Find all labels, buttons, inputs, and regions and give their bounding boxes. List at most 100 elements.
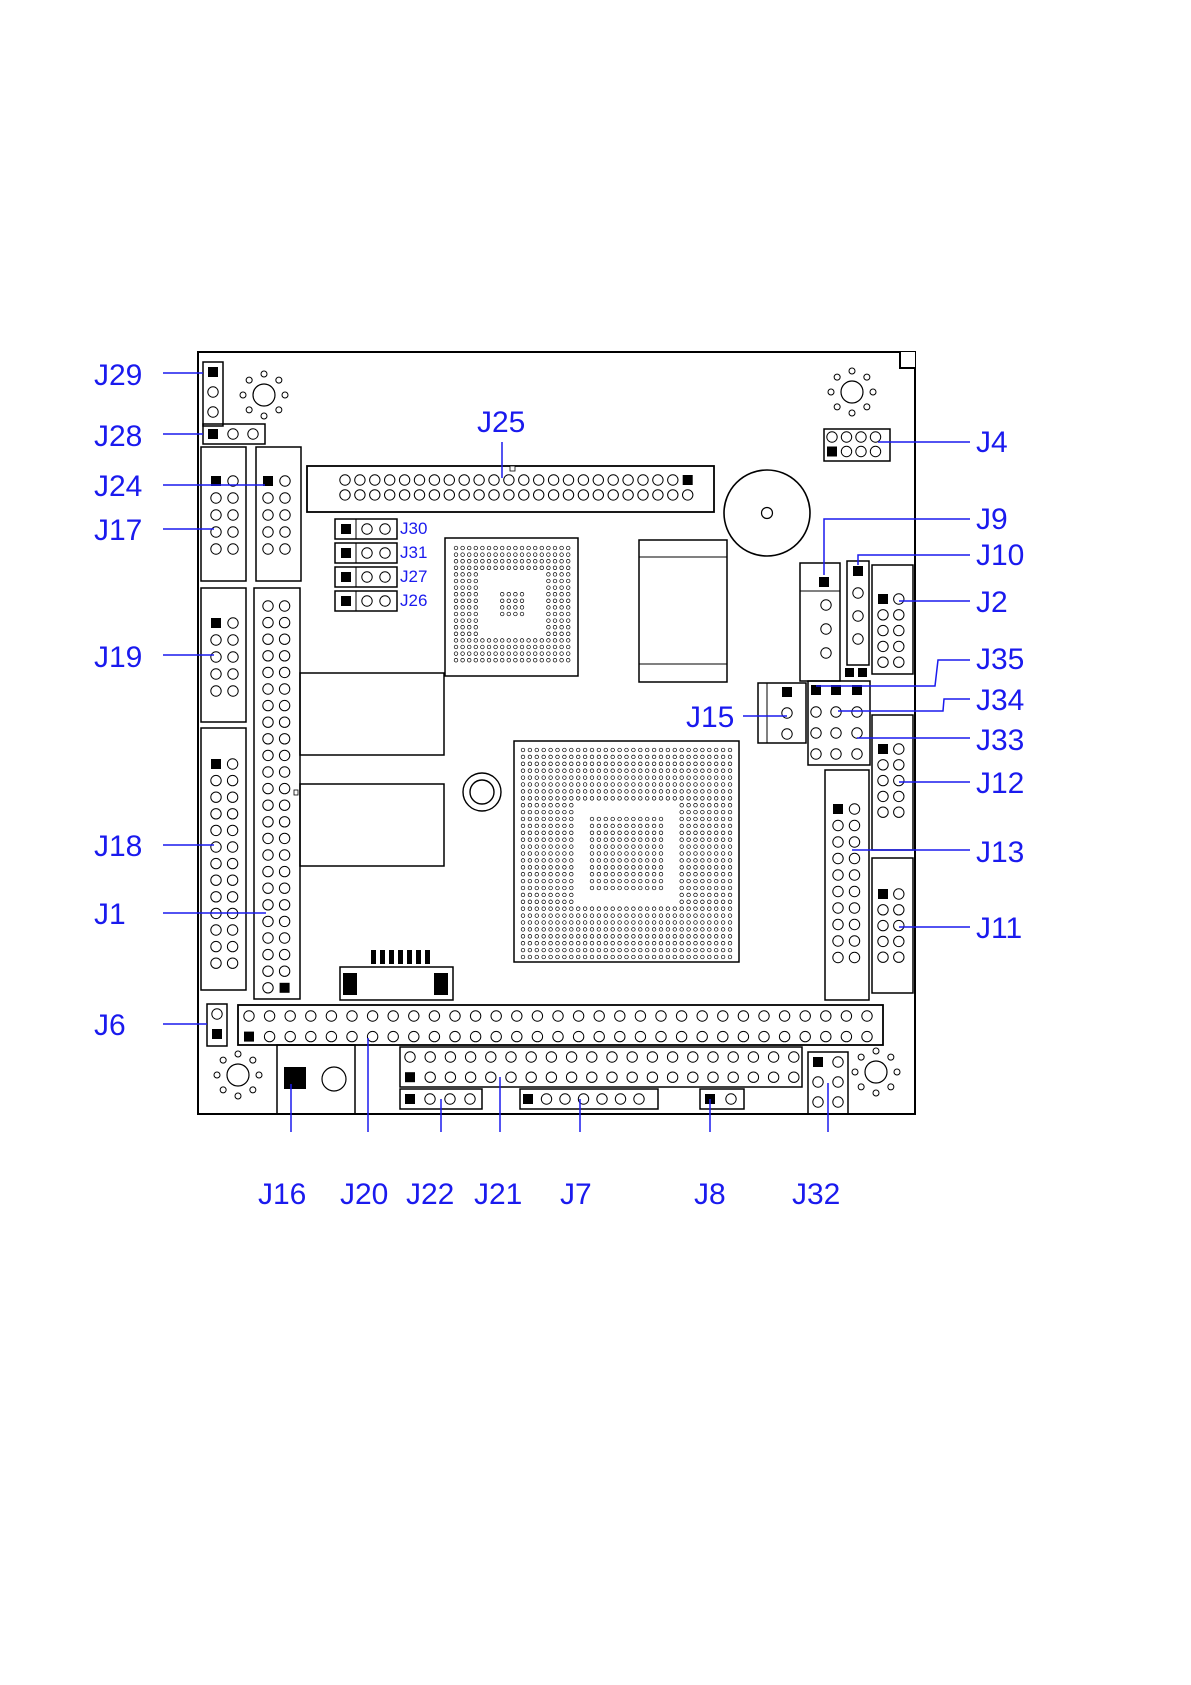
bga-chip-large-ball <box>583 907 587 911</box>
bga-chip-large-ball <box>701 935 705 939</box>
bga-chip-large-ball <box>542 797 546 801</box>
bga-chip-small-ball <box>507 566 511 570</box>
j18-pin <box>227 958 237 968</box>
bga-chip-large-ball <box>597 776 601 780</box>
bga-chip-large-ball <box>597 866 601 870</box>
bga-chip-large-ball <box>570 838 574 842</box>
bga-chip-large-ball <box>625 831 629 835</box>
bga-chip-small-ball <box>494 559 498 563</box>
bga-chip-large-ball <box>721 755 725 759</box>
bga-chip-small-ball <box>474 632 478 636</box>
bga-chip-large-ball <box>680 914 684 918</box>
bga-chip-large-ball <box>570 955 574 959</box>
bga-chip-small-ball <box>566 652 570 656</box>
bga-chip-large-ball <box>694 928 698 932</box>
bga-chip-large-ball <box>659 955 663 959</box>
bga-chip-small-ball <box>500 652 504 656</box>
bga-chip-large-ball <box>618 879 622 883</box>
bga-chip-large-ball <box>728 921 732 925</box>
bga-chip-large-ball <box>597 928 601 932</box>
bga-chip-large-ball <box>528 824 532 828</box>
bga-chip-small-ball <box>533 546 537 550</box>
bga-chip-large-ball <box>694 803 698 807</box>
bga-chip-large-ball <box>590 872 594 876</box>
bga-chip-large-ball <box>590 914 594 918</box>
bga-chip-large-ball <box>618 831 622 835</box>
bga-chip-large-ball <box>563 797 567 801</box>
j18-pin <box>211 958 221 968</box>
bga-chip-large-ball <box>563 769 567 773</box>
bga-chip-large-ball <box>556 907 560 911</box>
bga-chip-large-ball <box>625 921 629 925</box>
bga-chip-large-ball <box>556 797 560 801</box>
bga-chip-large-ball <box>714 921 718 925</box>
bga-chip-large-ball <box>639 879 643 883</box>
bga-chip-large-ball <box>542 776 546 780</box>
bga-chip-large-ball <box>570 859 574 863</box>
bga-chip-small-ball <box>553 619 557 623</box>
bga-chip-large-ball <box>618 783 622 787</box>
bga-chip-small-ball <box>553 586 557 590</box>
bga-chip-large-ball <box>570 824 574 828</box>
j25-pin <box>534 475 544 485</box>
bga-chip-large-ball <box>549 810 553 814</box>
bga-chip-small-ball <box>514 566 518 570</box>
bga-chip-large-ball <box>714 824 718 828</box>
bga-chip-large-ball <box>556 790 560 794</box>
bga-chip-large-ball <box>549 886 553 890</box>
label-j26: J26 <box>400 591 427 610</box>
j21-pin <box>627 1052 637 1062</box>
bga-chip-large-ball <box>625 914 629 918</box>
bga-chip-large-ball <box>659 824 663 828</box>
bga-chip-large-ball <box>611 955 615 959</box>
bga-chip-large-ball <box>687 955 691 959</box>
j25-pin <box>444 490 454 500</box>
j2-pin <box>878 641 888 651</box>
label-j34: J34 <box>976 684 1024 717</box>
bga-chip-large-ball <box>549 790 553 794</box>
j1-pin <box>263 651 273 661</box>
j13-pin <box>833 837 843 847</box>
bga-chip-large-ball <box>687 803 691 807</box>
j13-pin <box>833 886 843 896</box>
bga-chip-large-ball <box>597 914 601 918</box>
bga-chip-large-ball <box>618 824 622 828</box>
mount-hole-bottom-right <box>865 1061 887 1083</box>
bga-chip-large-ball <box>632 948 636 952</box>
bga-chip-large-ball <box>694 921 698 925</box>
bga-chip-large-ball <box>549 900 553 904</box>
bga-chip-large-ball <box>659 776 663 780</box>
j35-smd <box>858 668 867 677</box>
bga-chip-small-ball <box>487 652 491 656</box>
bga-chip-small-ball <box>560 625 564 629</box>
bga-chip-large-ball <box>521 948 525 952</box>
bga-chip-large-ball <box>625 928 629 932</box>
bga-chip-large-ball <box>721 893 725 897</box>
bga-chip-large-ball <box>694 859 698 863</box>
bga-chip-large-ball <box>652 797 656 801</box>
bga-chip-large-ball <box>597 859 601 863</box>
bga-chip-large-ball <box>549 941 553 945</box>
j4-pin <box>827 432 837 442</box>
bga-chip-large-ball <box>576 928 580 932</box>
j19-pin <box>228 652 238 662</box>
bga-chip-small-ball <box>500 559 504 563</box>
bga-chip-small-ball <box>467 599 471 603</box>
bga-chip-large-ball <box>611 769 615 773</box>
bga-chip-small-ball <box>520 606 524 610</box>
j1-pin <box>263 866 273 876</box>
bga-chip-large-ball <box>583 914 587 918</box>
bga-chip-large-ball <box>563 762 567 766</box>
bga-chip-large-ball <box>728 824 732 828</box>
bga-chip-large-ball <box>694 790 698 794</box>
bga-chip-large-ball <box>680 852 684 856</box>
bga-chip-large-ball <box>673 907 677 911</box>
bga-chip-large-ball <box>659 790 663 794</box>
bga-chip-large-ball <box>563 900 567 904</box>
j6-pin-square <box>212 1029 222 1039</box>
bga-chip-small-ball <box>467 639 471 643</box>
bga-chip-large-ball <box>570 776 574 780</box>
j21-pin <box>768 1072 778 1082</box>
j1-pin <box>263 883 273 893</box>
ffc-connector-latch <box>343 973 357 995</box>
